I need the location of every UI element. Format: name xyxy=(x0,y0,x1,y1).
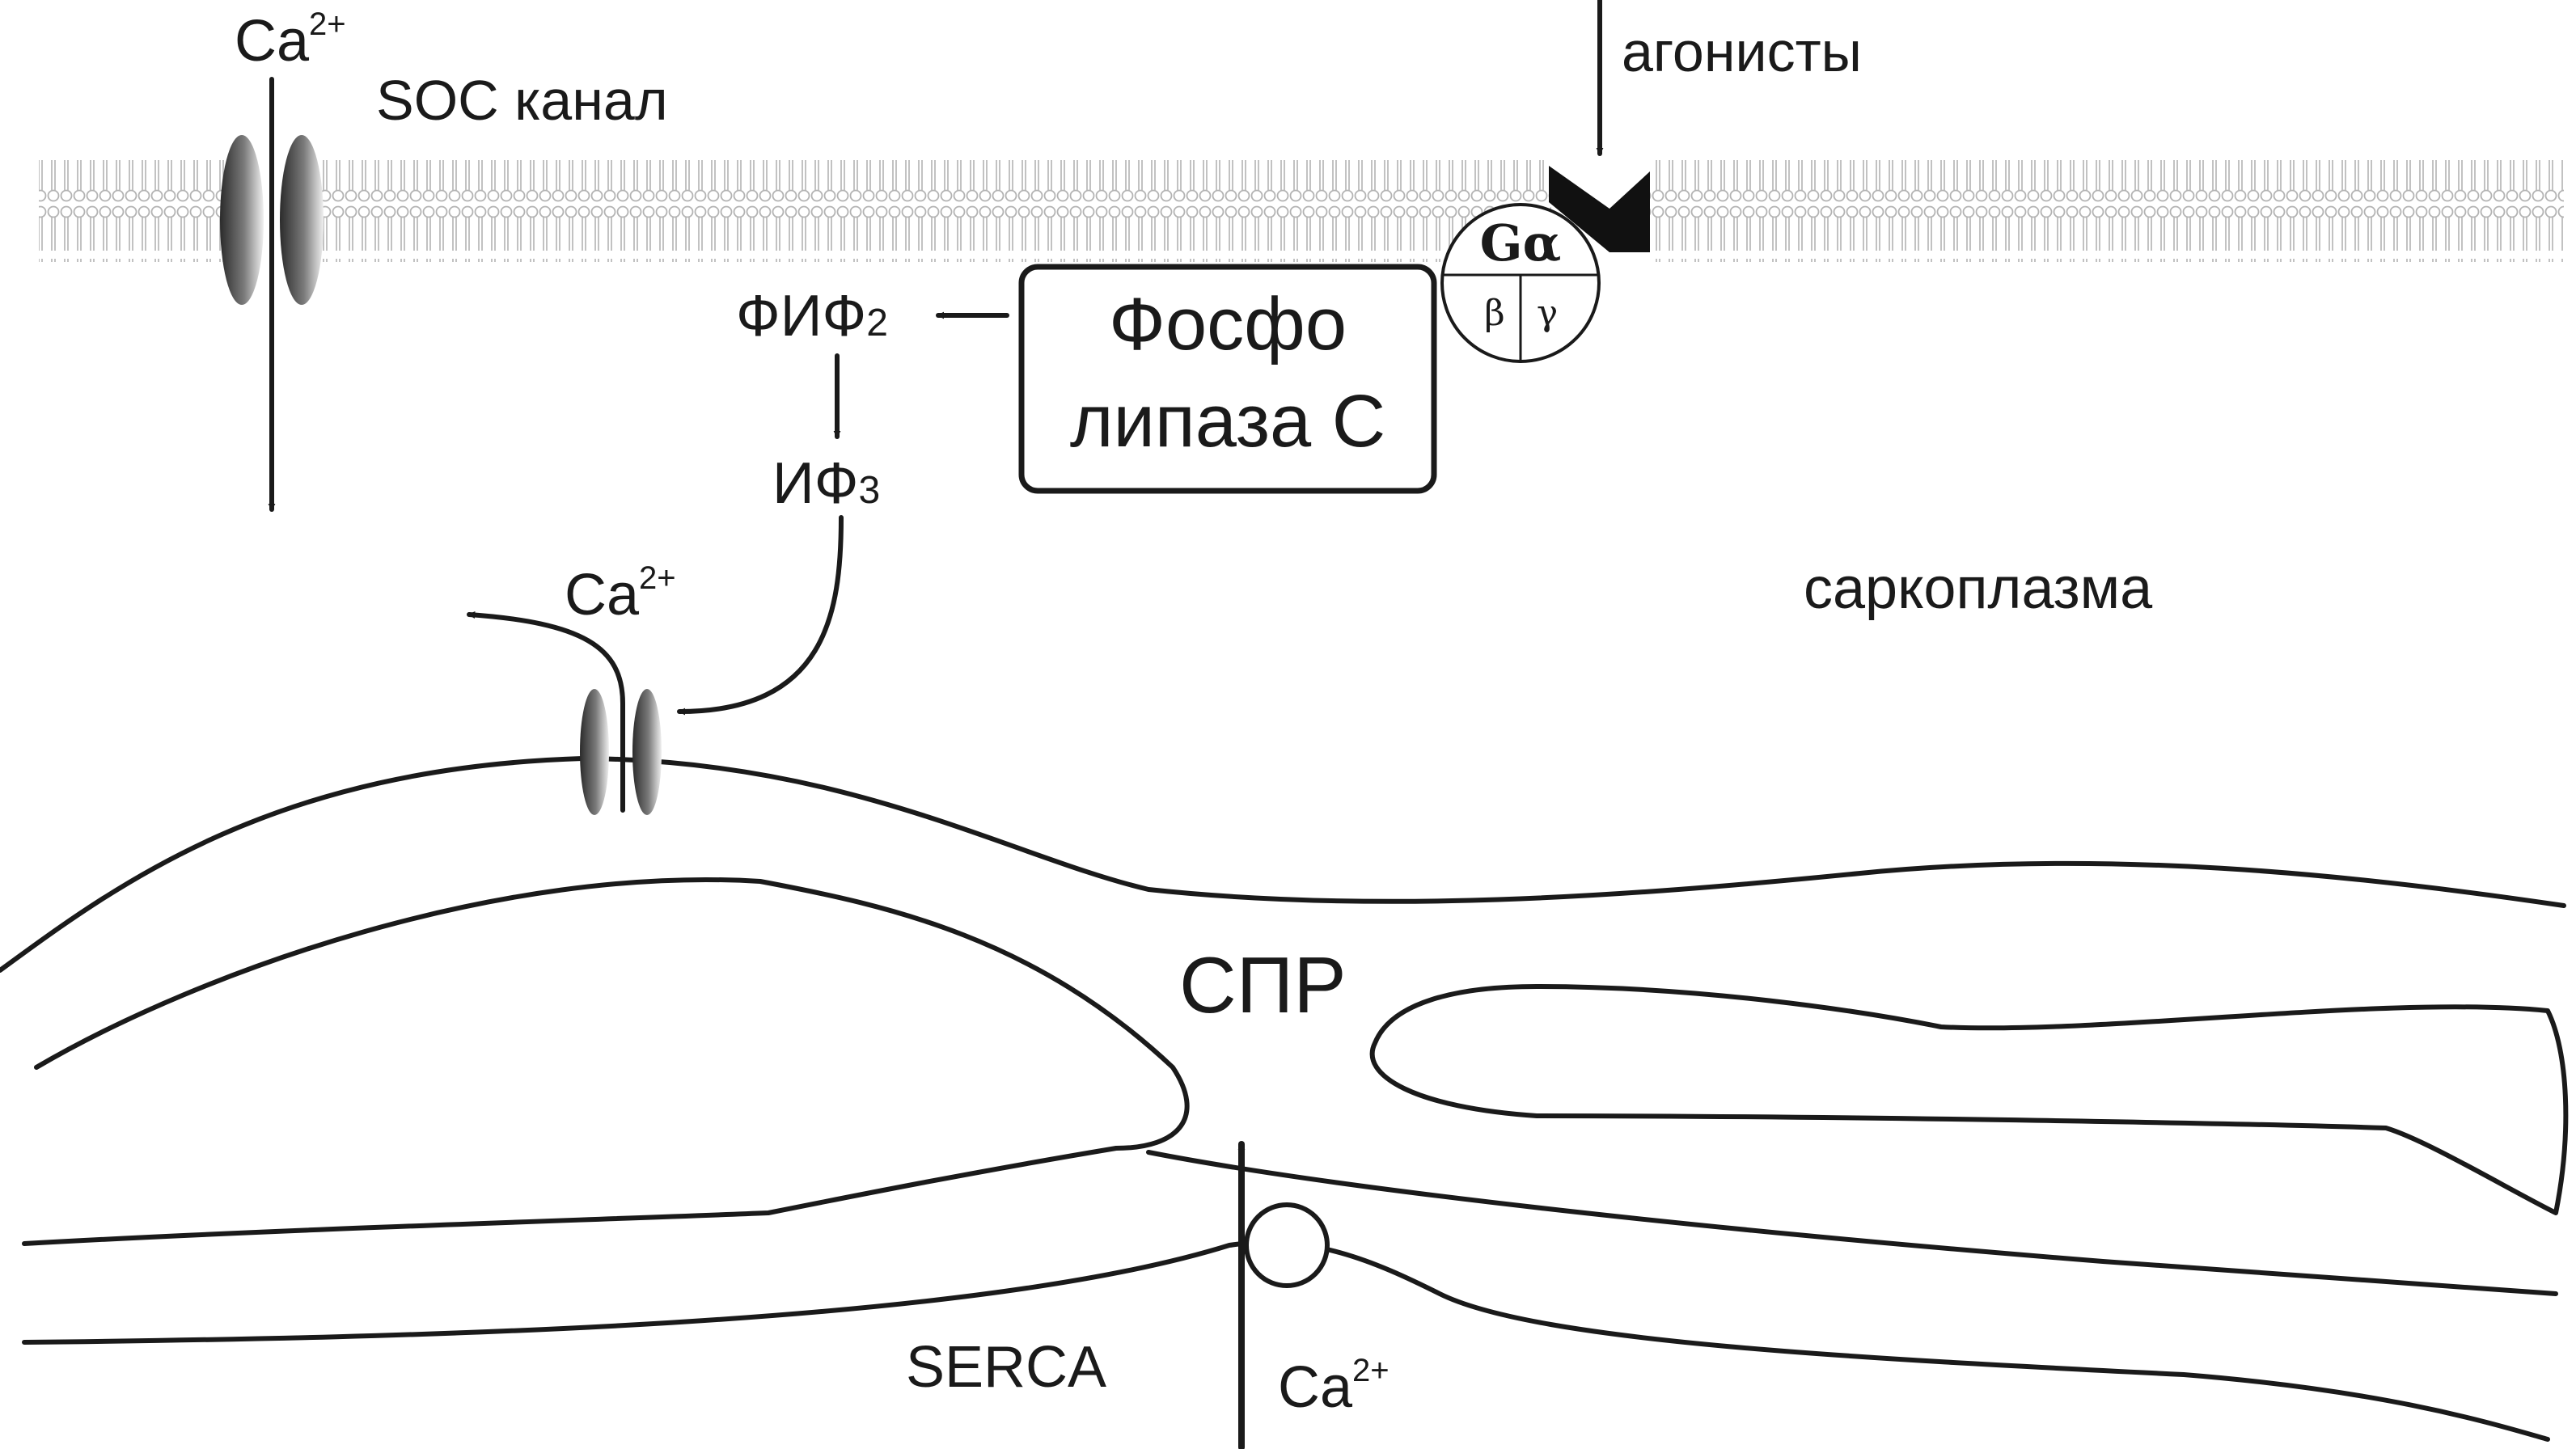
ip3r-calcium-release-arrow xyxy=(467,611,625,813)
sr-cisterna-left xyxy=(22,877,1190,1246)
g-beta-label: β xyxy=(1484,293,1504,334)
serca-pump xyxy=(1237,1141,1330,1449)
pip2-subscript: 2 xyxy=(866,302,888,344)
lipid-bilayer-right xyxy=(1650,160,2564,262)
ip3-receptor-subunit-left xyxy=(580,689,609,815)
ca-bottom-superscript: 2+ xyxy=(1352,1353,1390,1388)
ca-bottom-label: Ca2+ xyxy=(1278,1353,1390,1420)
ip3-receptor-channel xyxy=(580,689,662,815)
ca-top-label: Ca2+ xyxy=(235,6,346,74)
ip3-subscript: 3 xyxy=(859,469,881,512)
lipid-bilayer-middle xyxy=(322,160,1551,262)
soc-channel-label: SOC канал xyxy=(376,69,668,132)
ip3-label: ИФ3 xyxy=(772,451,880,516)
ip3-receptor-subunit-right xyxy=(632,689,662,815)
ip3-to-receptor-arrow xyxy=(677,515,844,716)
sr-outer-membrane xyxy=(0,756,2566,973)
plasma-membrane xyxy=(39,160,2564,262)
phospholipase-c-label-line1: Фосфо xyxy=(1109,283,1347,365)
ca-mid-superscript: 2+ xyxy=(639,560,676,596)
agonist-receptor xyxy=(1549,166,1650,252)
g-alpha-label: Gα xyxy=(1480,213,1562,272)
g-gamma-label: γ xyxy=(1537,293,1558,334)
ca-top-superscript: 2+ xyxy=(309,6,346,42)
agonists-label: агонисты xyxy=(1622,20,1862,83)
sr-lower-membrane-upper xyxy=(1146,1150,2558,1296)
sr-lower-membrane-bottom xyxy=(22,1240,2550,1442)
soc-channel xyxy=(220,77,324,512)
g-protein xyxy=(1440,203,1601,363)
phospholipase-c-label-line2: липаза С xyxy=(1070,380,1385,463)
lipid-bilayer-left xyxy=(39,160,226,262)
phospholipase-c-box xyxy=(1018,264,1437,494)
sarcoplasm-label: саркоплазма xyxy=(1804,556,2153,621)
serca-circle xyxy=(1244,1202,1330,1288)
pip2-label: ФИФ2 xyxy=(736,284,888,349)
serca-label: SERCA xyxy=(906,1335,1106,1400)
sr-cisterna-right xyxy=(1369,984,2569,1215)
soc-channel-subunit-left xyxy=(220,135,264,305)
soc-channel-subunit-right xyxy=(280,135,324,305)
ca-mid-label: Ca2+ xyxy=(565,560,676,627)
spr-label: СПР xyxy=(1179,940,1347,1029)
